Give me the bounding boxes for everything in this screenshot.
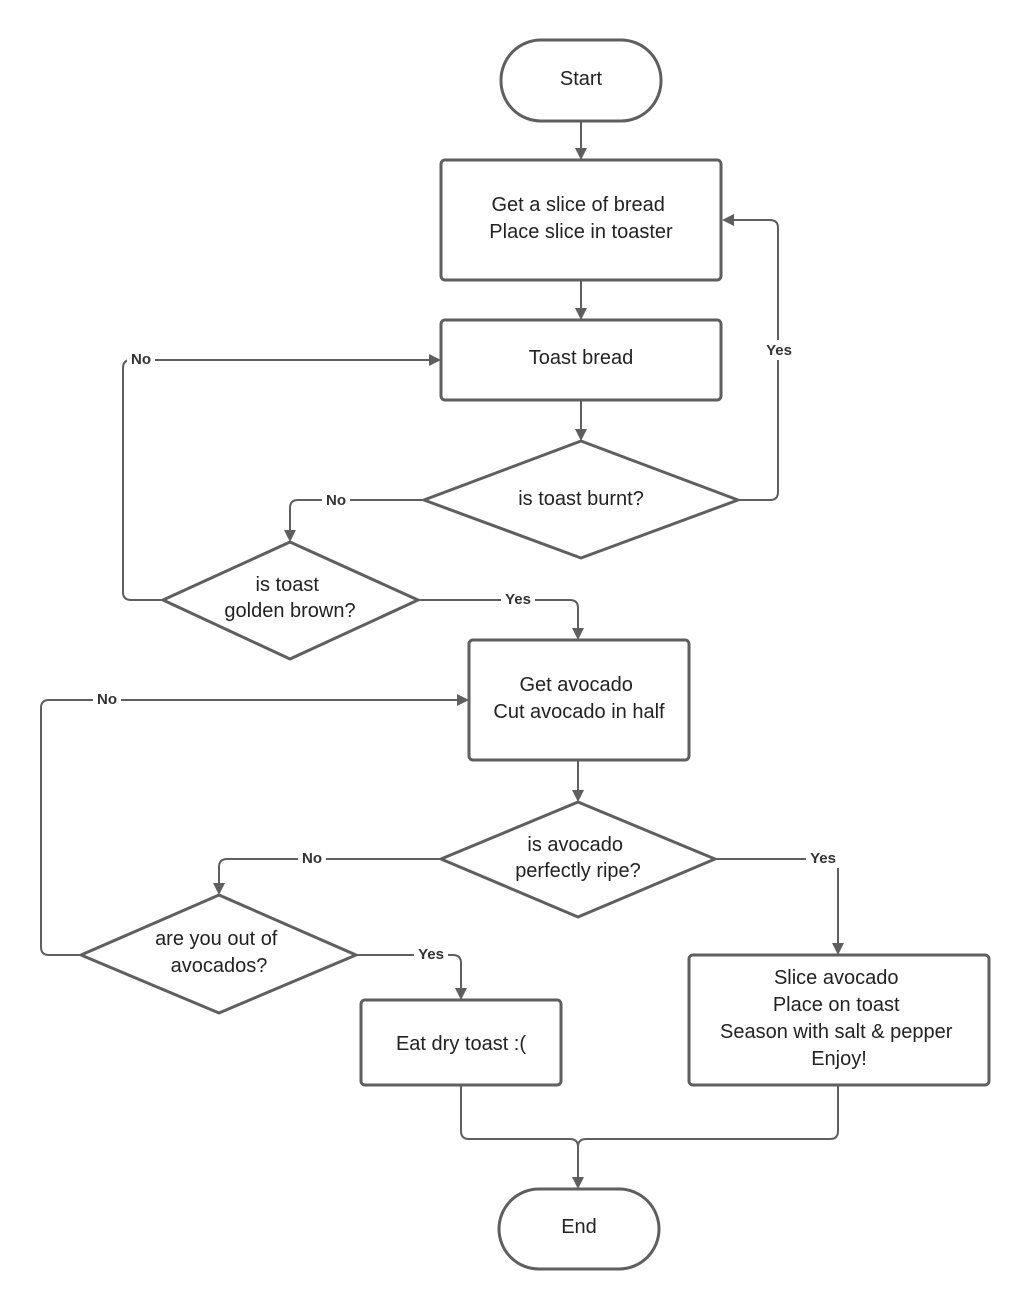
svg-text:Eat dry toast :(: Eat dry toast :(: [396, 1033, 526, 1055]
slice-avocado-process: Slice avocado Place on toast Season with…: [687, 953, 991, 1087]
get-avocado-line-1: Get avocado: [520, 674, 633, 696]
start-label: Start: [560, 68, 603, 90]
out-of-avocados-decision: are you out of avocados?: [79, 893, 358, 1015]
dry-toast-label: Eat dry toast :(: [396, 1033, 526, 1055]
label-golden-no: No: [131, 351, 151, 368]
is-golden-decision: is toast golden brown?: [161, 540, 420, 661]
get-bread-line-1: Get a slice of bread: [492, 194, 665, 216]
edge-golden-yes: [418, 599, 584, 640]
svg-text:Slice avocado Place on t: Slice avocado Place on toast Season with…: [720, 967, 958, 1070]
label-burnt-yes: Yes: [766, 342, 792, 359]
edge-ripe-yes: [715, 858, 844, 955]
svg-text:Get a slice of bread Pla: Get a slice of bread Place slice in toas…: [489, 194, 673, 243]
svg-text:Toast bread: Toast bread: [529, 347, 634, 369]
dry-toast-process: Eat dry toast :(: [359, 998, 563, 1087]
get-bread-line-2: Place slice in toaster: [489, 221, 673, 243]
is-burnt-decision: is toast burnt?: [422, 439, 740, 560]
edge-ripe-no: [213, 858, 441, 895]
svg-text:Start: Start: [560, 68, 603, 90]
get-avocado-line-2: Cut avocado in half: [493, 701, 665, 723]
get-avocado-process: Get avocado Cut avocado in half: [467, 638, 691, 762]
slice-avocado-line-2: Place on toast: [773, 994, 900, 1016]
edge-slice-to-end: [577, 1085, 839, 1148]
is-golden-line-2: golden brown?: [224, 600, 355, 622]
svg-text:are you out of avocados?: are you out of avocados?: [155, 928, 283, 977]
svg-text:is toast golden brown?: is toast golden brown?: [224, 574, 355, 622]
out-of-avocados-line-1: are you out of: [155, 928, 278, 950]
get-bread-process: Get a slice of bread Place slice in toas…: [439, 158, 723, 282]
label-golden-yes: Yes: [505, 591, 531, 608]
svg-text:is toast burnt?: is toast burnt?: [518, 488, 644, 510]
slice-avocado-line-3: Season with salt & pepper: [720, 1021, 953, 1043]
edge-burnt-no: [284, 499, 424, 542]
is-ripe-line-1: is avocado: [527, 834, 623, 856]
toast-bread-process: Toast bread: [439, 318, 723, 402]
svg-text:Get avocado Cut avocado: Get avocado Cut avocado in half: [493, 674, 665, 723]
end-label: End: [561, 1216, 597, 1238]
edge-labels: Yes No No Yes No No Yes Yes: [93, 340, 840, 964]
svg-text:is avocado perfectly rip: is avocado perfectly ripe?: [515, 834, 641, 882]
edges: [40, 121, 844, 1189]
edge-out-yes: [356, 954, 467, 1000]
svg-text:End: End: [561, 1216, 597, 1238]
end-terminal: End: [497, 1187, 661, 1271]
out-of-avocados-line-2: avocados?: [171, 955, 268, 977]
is-ripe-line-2: perfectly ripe?: [515, 860, 641, 882]
toast-bread-label: Toast bread: [529, 347, 634, 369]
slice-avocado-line-4: Enjoy!: [811, 1048, 867, 1070]
label-ripe-yes: Yes: [810, 850, 836, 867]
edge-out-no: [40, 694, 469, 956]
is-golden-line-1: is toast: [256, 574, 320, 596]
edge-dry-toast-to-end: [460, 1085, 584, 1189]
label-out-yes: Yes: [418, 946, 444, 963]
label-out-no: No: [97, 691, 117, 708]
is-burnt-label: is toast burnt?: [518, 488, 644, 510]
label-ripe-no: No: [302, 850, 322, 867]
is-ripe-decision: is avocado perfectly ripe?: [439, 800, 717, 919]
start-terminal: Start: [499, 38, 663, 123]
label-burnt-no: No: [326, 492, 346, 509]
slice-avocado-line-1: Slice avocado: [774, 967, 899, 989]
